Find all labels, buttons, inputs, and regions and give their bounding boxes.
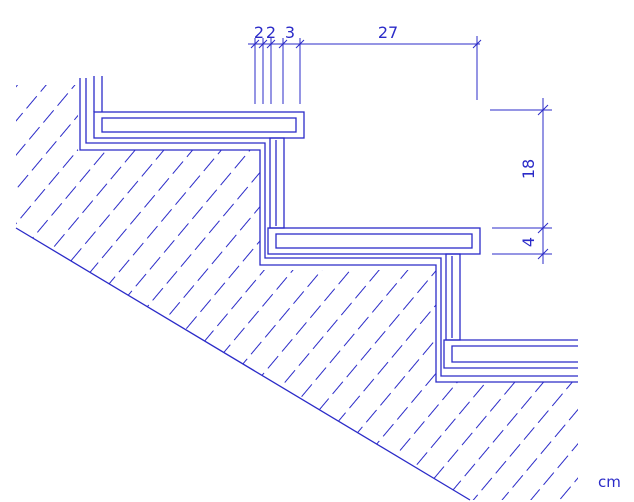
riser-2 [445,253,461,341]
slope-line [15,227,471,501]
dim-label-tread-thickness: 4 [519,237,538,247]
riser-1 [269,137,285,229]
upper-wall [93,76,103,112]
tread-2 [267,227,481,255]
top-dimension-chain [248,36,482,104]
dim-label-d3: 3 [285,23,295,42]
dim-label-d2: 2 [266,23,276,42]
dim-label-tread-depth: 27 [378,23,398,42]
tread-1 [93,111,305,139]
tread-3 [443,339,578,369]
hatched-mass [15,85,578,501]
right-dimension-chain [490,98,552,264]
dim-label-d1: 2 [254,23,264,42]
stair-profile [79,78,578,383]
dim-label-riser-height: 18 [519,159,538,179]
unit-label: cm [598,473,621,491]
